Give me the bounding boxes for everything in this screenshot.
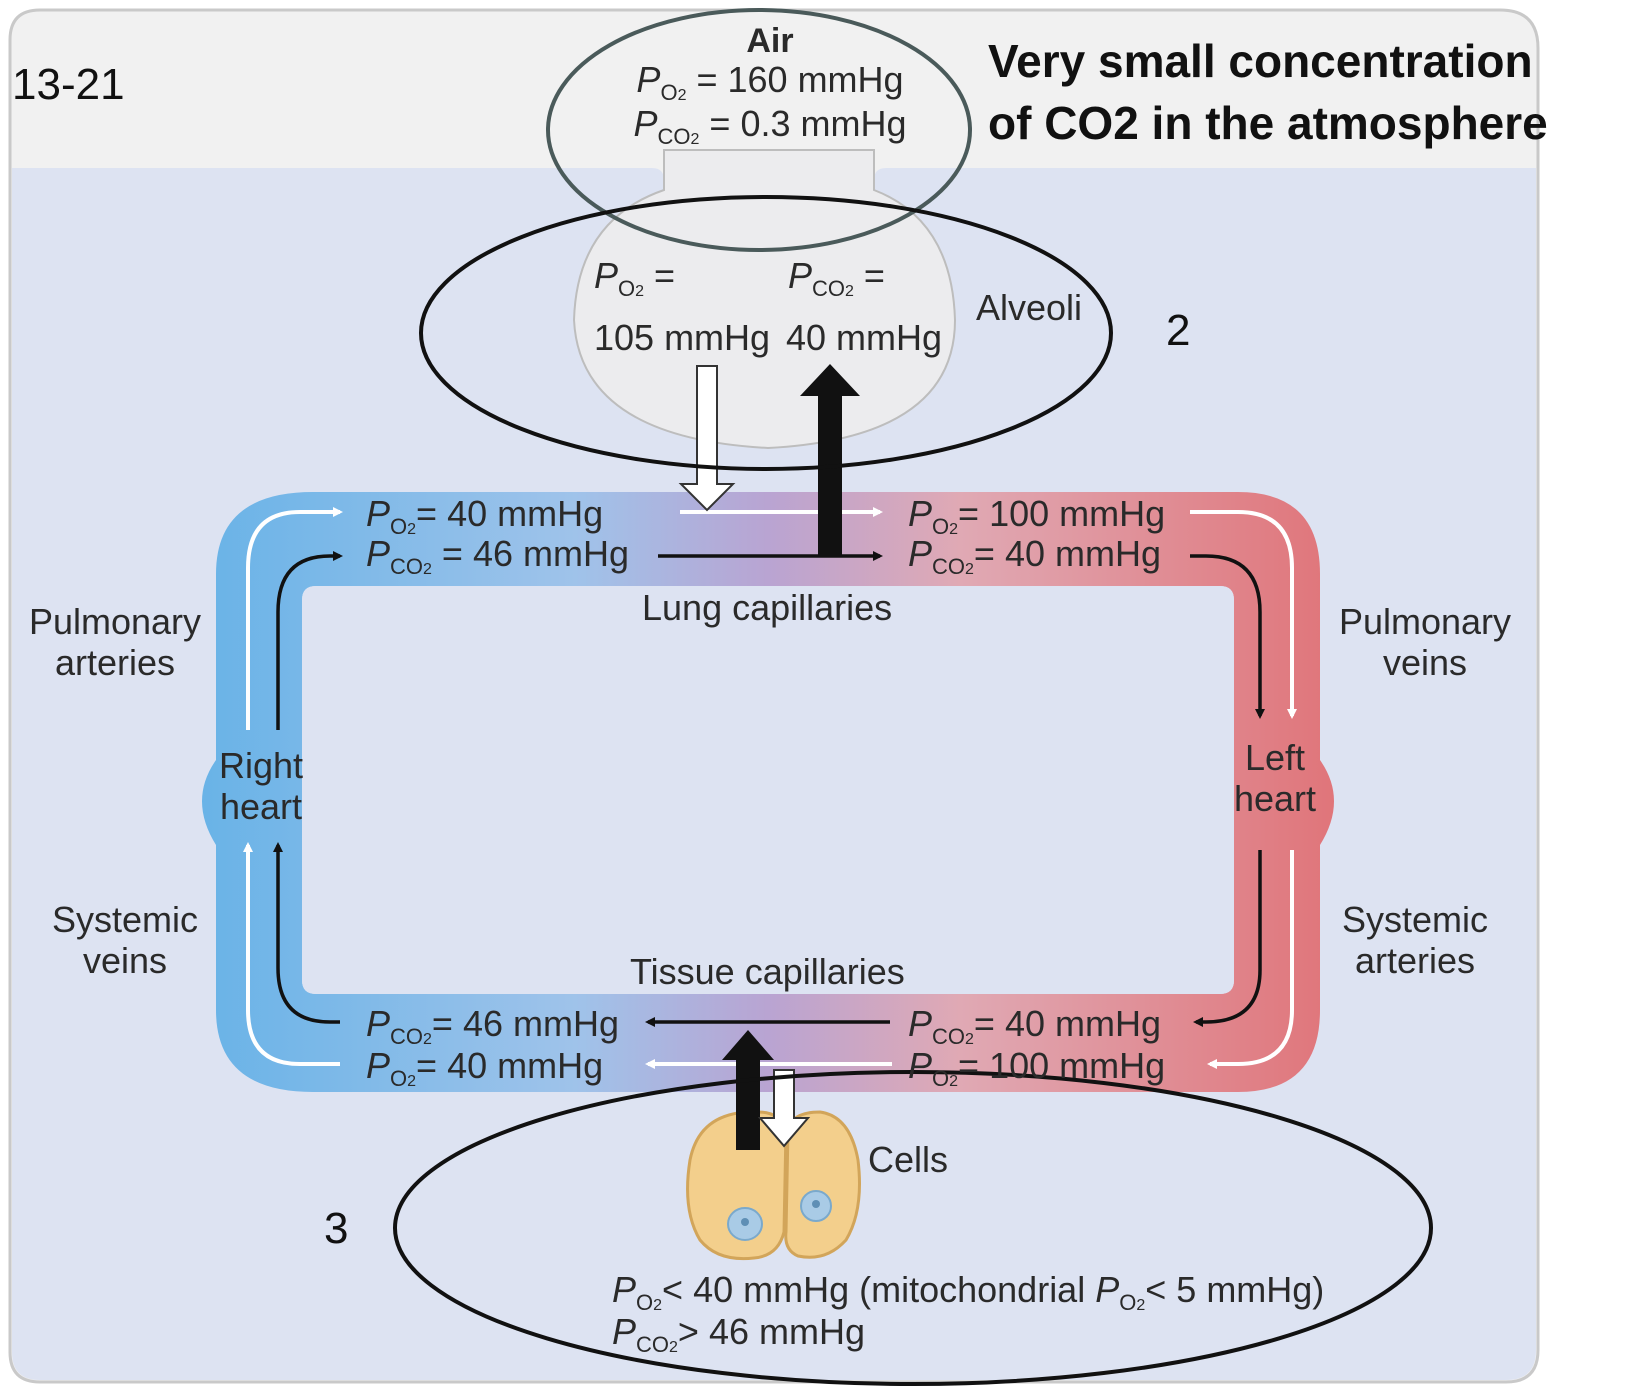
figure-number: 13-21 bbox=[12, 60, 125, 109]
alveoli-sac bbox=[572, 149, 957, 450]
cells-po2: PO2< 40 mmHg (mitochondrial PO2< 5 mmHg) bbox=[612, 1269, 1325, 1315]
air-block: Air PO2 = 160 mmHg PCO2 = 0.3 mmHg bbox=[620, 22, 920, 148]
right-heart-label: Right heart bbox=[218, 745, 304, 827]
left-heart-label: Left heart bbox=[1233, 737, 1317, 819]
alveoli-label: Alveoli bbox=[976, 287, 1083, 328]
co2-diffusion-arrow-tissue bbox=[722, 1030, 774, 1150]
tissue-right-pco2: PCO2= 40 mmHg bbox=[908, 1003, 1161, 1049]
air-highlight-ellipse bbox=[546, 8, 972, 252]
tissue-capillaries-label: Tissue capillaries bbox=[630, 951, 905, 992]
systemic-veins-label: Systemic veins bbox=[51, 899, 199, 981]
alveoli-po2-label: PO2 = bbox=[594, 255, 676, 301]
marker-3: 3 bbox=[324, 1204, 349, 1253]
cells-pco2: PCO2> 46 mmHg bbox=[612, 1311, 865, 1357]
o2-flow-pulmonary-artery bbox=[246, 507, 343, 730]
o2-flow-pulmonary-vein bbox=[1190, 510, 1297, 719]
annotation-line-2: of CO2 in the atmosphere bbox=[988, 97, 1548, 150]
pulmonary-arteries-label: Pulmonary arteries bbox=[28, 601, 202, 683]
air-pco2: PCO2 = 0.3 mmHg bbox=[633, 103, 907, 150]
o2-diffusion-arrow-alveoli bbox=[678, 365, 736, 512]
o2-flow-systemic-artery bbox=[1207, 850, 1294, 1069]
lung-left-po2: PO2= 40 mmHg bbox=[366, 493, 604, 539]
lung-right-po2: PO2= 100 mmHg bbox=[908, 493, 1166, 539]
pulmonary-veins-label: Pulmonary veins bbox=[1338, 601, 1512, 683]
air-po2: PO2 = 160 mmHg bbox=[636, 59, 904, 106]
lung-right-pco2: PCO2= 40 mmHg bbox=[908, 533, 1161, 579]
co2-diffusion-arrow-alveoli bbox=[800, 364, 860, 556]
cells-highlight-ellipse bbox=[393, 1070, 1433, 1386]
alveoli-highlight-ellipse bbox=[419, 195, 1113, 471]
tissue-right-po2: PO2= 100 mmHg bbox=[908, 1045, 1166, 1091]
systemic-arteries-label: Systemic arteries bbox=[1341, 899, 1489, 981]
co2-flow-pulmonary-vein bbox=[1190, 554, 1265, 719]
alveoli-pco2-label: PCO2 = bbox=[788, 255, 885, 301]
alveoli-po2-value: 105 mmHg bbox=[594, 317, 771, 358]
air-title: Air bbox=[746, 22, 794, 60]
co2-flow-pulmonary-artery bbox=[276, 551, 343, 730]
alveoli-pco2-value: 40 mmHg bbox=[786, 317, 943, 358]
lung-left-pco2: PCO2 = 46 mmHg bbox=[366, 533, 629, 579]
co2-flow-systemic-vein bbox=[273, 842, 340, 1024]
tissue-left-pco2: PCO2= 46 mmHg bbox=[366, 1003, 619, 1049]
annotation-text: Very small concentration of CO2 in the a… bbox=[988, 30, 1548, 154]
cells-label: Cells bbox=[868, 1139, 949, 1180]
marker-2: 2 bbox=[1166, 306, 1191, 355]
tissue-left-po2: PO2= 40 mmHg bbox=[366, 1045, 604, 1091]
co2-flow-systemic-artery bbox=[1193, 850, 1262, 1027]
o2-flow-systemic-vein bbox=[243, 842, 340, 1066]
lung-capillaries-label: Lung capillaries bbox=[642, 587, 893, 628]
circulation-loop bbox=[202, 492, 1334, 1092]
annotation-line-1: Very small concentration bbox=[988, 35, 1533, 87]
